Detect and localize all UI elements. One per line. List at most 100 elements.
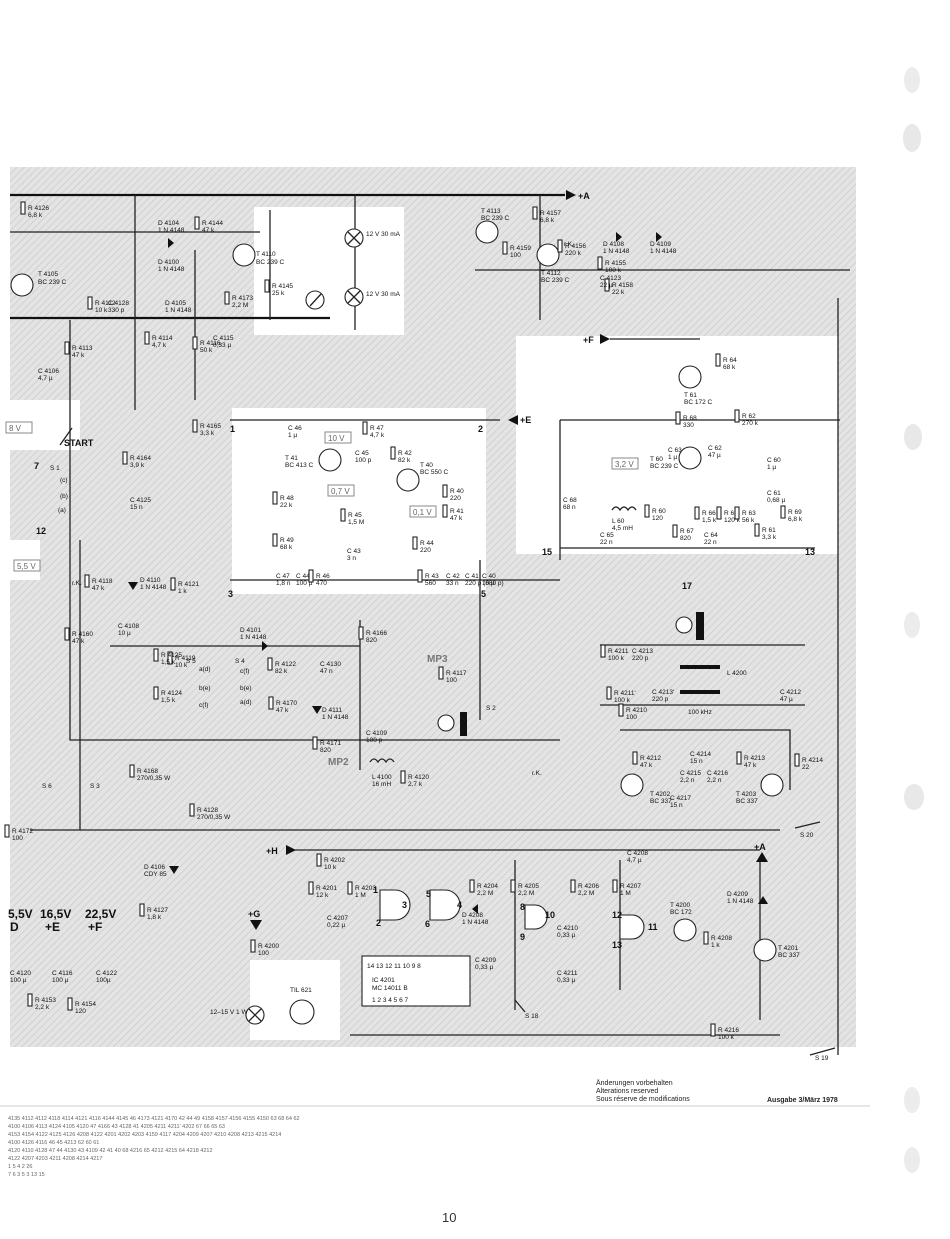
gate-pin-10: 10 [545,910,555,920]
capacitor-8-value: 100 µ [296,580,313,587]
resistor-26-value: 270 k [742,420,759,427]
capacitor-11-ref: C 40 [482,573,496,580]
t4105-ref: T 4105 [38,271,59,278]
resistor-7-value: 25 k [272,290,285,297]
resistor-50-value: 1,8 k [147,914,162,921]
capacitor-37-ref: C 4122 [96,970,117,977]
transistor-t4202 [620,773,644,797]
plus-h-arrow [286,845,296,855]
capacitor-22-ref: C 4109 [366,730,387,737]
l4200-ref: L 4200 [727,670,747,677]
capacitor-24-value: 220 p [652,696,669,703]
d4106-type: CDY 85 [144,871,167,878]
note-line-en: Alterations reserved [596,1088,659,1095]
supply-2-voltage: 16,5V [40,907,71,921]
resistor-53-icon [618,703,624,717]
voltage-tag-0-box [324,431,352,444]
diode-d4208 [472,904,478,914]
resistor-32-value: 3,3 k [762,534,777,541]
l60-ref: L 60 [612,518,625,525]
capacitor-7-ref: C 47 [276,573,290,580]
resistor-28-ref: R 66 [702,510,716,517]
resistor-46-icon [400,770,406,784]
l60-value: 4,5 mH [612,525,633,532]
resistor-29-ref: R 65 [724,510,738,517]
resistor-63-icon [612,879,618,893]
plus-g-label: +G [248,909,260,919]
diode-d4111 [312,706,322,714]
t4202-type: BC 337 [650,798,672,805]
resistor-67-icon [27,993,33,1007]
resistor-60-ref: R 4204 [477,883,498,890]
resistor-53-value: 100 [626,714,637,721]
resistor-0-ref: R 4126 [28,205,49,212]
resistor-3-icon [64,341,70,355]
diode-d4104 [168,238,174,248]
resistor-32-icon [754,523,760,537]
gate-pin-5: 5 [426,889,431,899]
resistor-6-ref: R 4173 [232,295,253,302]
resistor-66-value: 100 k [718,1034,735,1041]
contact-ad: a(d) [199,666,211,673]
resistor-56-ref: R 4214 [802,757,823,764]
capacitor-28-value: 2,2 n [707,777,722,784]
d4105-ref: D 4105 [165,300,186,307]
resistor-33-icon [780,505,786,519]
resistor-15-ref: R 42 [398,450,412,457]
inductor-l60 [611,506,637,512]
resistor-48-icon [189,803,195,817]
resistor-43-ref: R 4171 [320,740,341,747]
t4112-type: BC 239 C [541,277,569,284]
transistor-t41 [318,448,342,472]
revision-notes: Änderungen vorbehalten Alterations reser… [596,1080,846,1104]
plus-h-label: +H [266,846,278,856]
resistor-62-value: 2,2 M [578,890,594,897]
capacitor-27-value: 2,2 n [680,777,695,784]
nand-gate-4 [619,914,645,940]
ic-4201 [361,955,471,1007]
index-row-6: 1 5 4 2 26 [8,1164,32,1170]
d4208-ref: D 4208 [462,912,483,919]
diode-d4109 [656,232,662,242]
s3-label: S 3 [90,783,100,790]
resistor-16-value: 22 k [280,502,293,509]
plus-f-arrow [600,334,610,344]
amplifier-box [232,408,486,594]
resistor-36-value: 1 k [178,588,187,595]
d4208-type: 1 N 4148 [462,919,489,926]
capacitor-11-value: 10 µ [482,580,495,587]
capacitor-36-value: 100 µ [52,977,69,984]
transistor-t4112 [536,243,560,267]
d4110-ref: D 4110 [140,577,161,584]
resistor-9-ref: R 4159 [510,245,531,252]
resistor-15-value: 82 k [398,457,411,464]
t4113-ref: T 4113 [481,208,501,215]
inductor-l4100 [369,758,395,764]
capacitor-3-ref: C 4123 [600,275,621,282]
capacitor-32-value: 0,33 µ [557,932,575,939]
transistor-t4105 [10,273,34,297]
plus-f-label: +F [583,335,594,345]
resistor-27-ref: R 60 [652,508,666,515]
t4110-type: BC 239 C [256,259,284,266]
resistor-29-value: 120 k [724,517,741,524]
resistor-63-ref: R 4207 [620,883,641,890]
resistor-23-icon [308,569,314,583]
capacitor-2-value: 0,33 µ [213,342,231,349]
resistor-33-value: 6,8 k [788,516,803,523]
capacitor-0-value: 330 p [108,307,125,314]
resistor-31-value: 820 [680,535,691,542]
resistor-54-ref: R 4212 [640,755,661,762]
resistor-50-icon [139,903,145,917]
capacitor-23-ref: C 4213 [632,648,653,655]
resistor-46-ref: R 4120 [408,774,429,781]
plus-a-arrow [566,190,576,200]
gate-pin-11: 11 [648,922,658,932]
d4104-ref: D 4104 [158,220,179,227]
plus-g-arrow [250,920,262,930]
resistor-38-ref: R 4119 [175,655,196,662]
lamp-1-label: 12 V 30 mA [366,231,401,238]
resistor-44-value: 820 [366,637,377,644]
diode-d4106 [169,866,179,874]
